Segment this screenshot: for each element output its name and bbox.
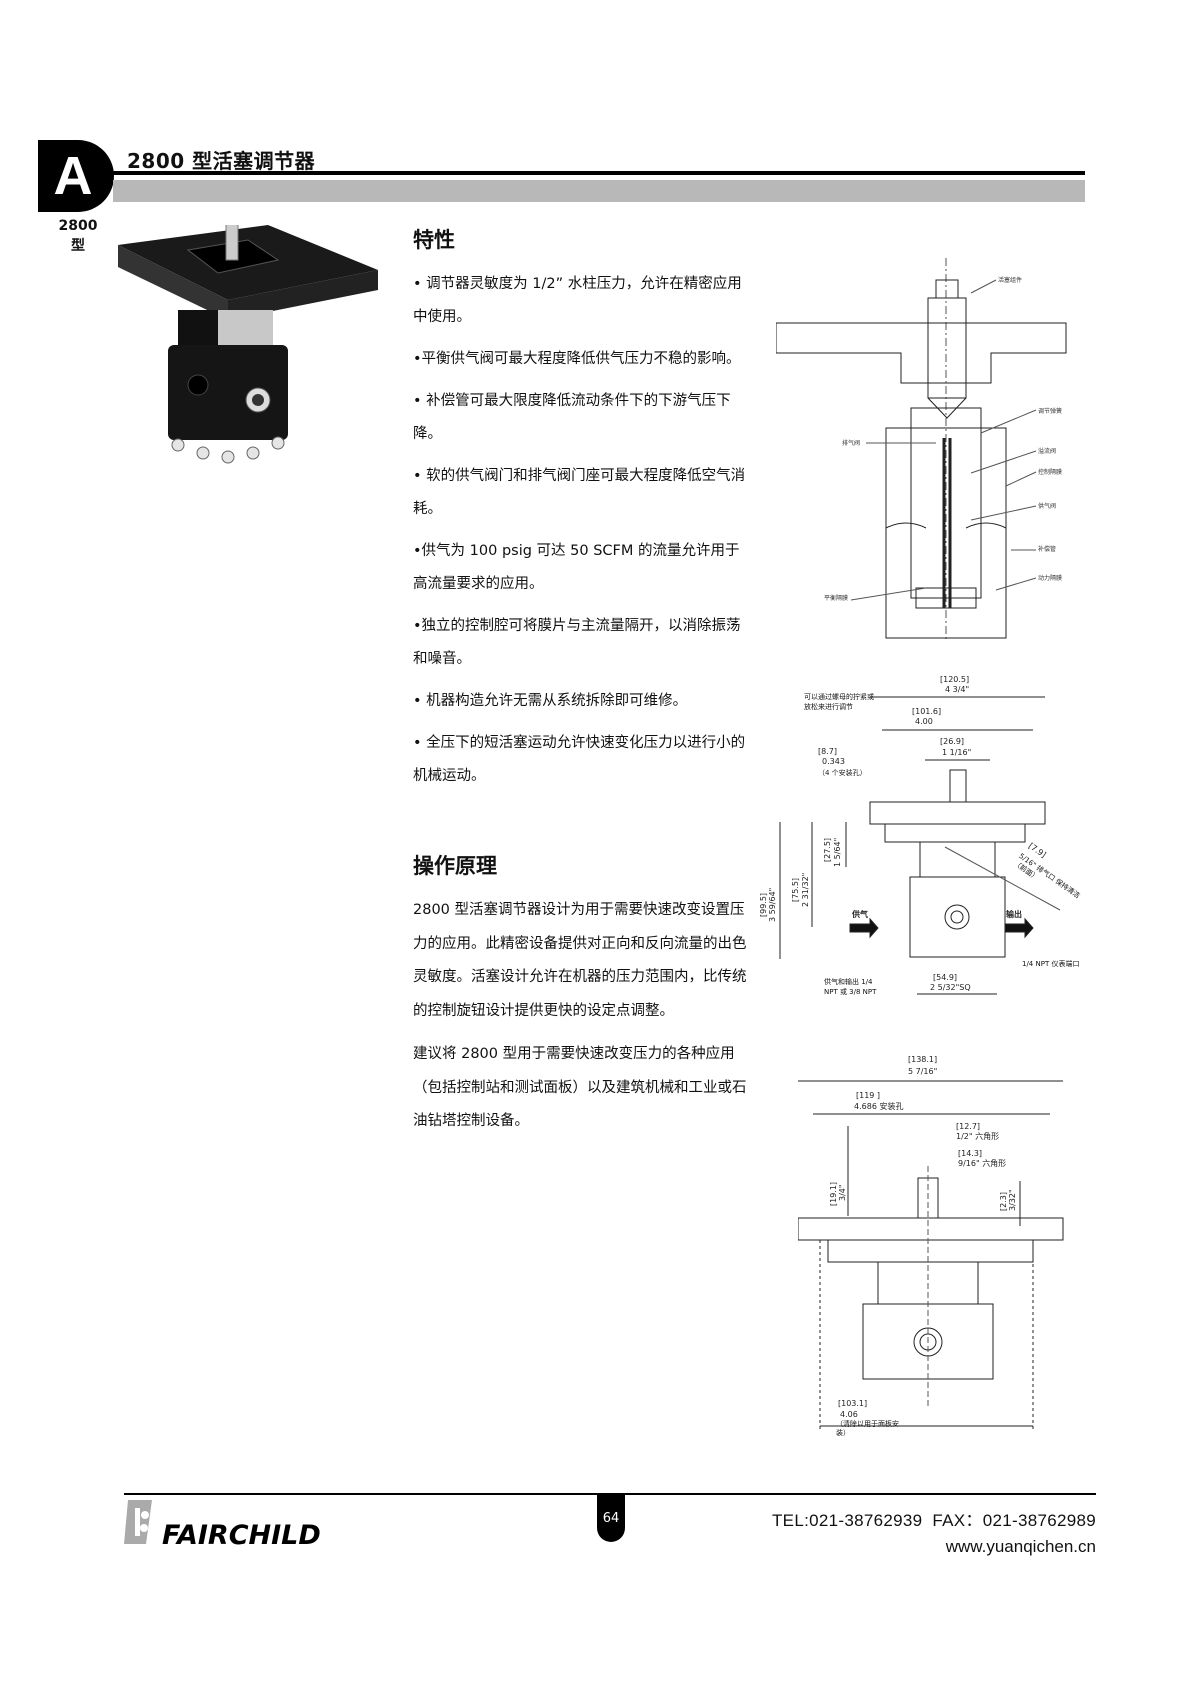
dim-width-in: 5 7/16" bbox=[908, 1067, 937, 1076]
dim-holes: [101.6] bbox=[912, 707, 941, 716]
brand-name: FAIRCHILD bbox=[162, 1520, 321, 1548]
dim-h2: [2.3] bbox=[999, 1192, 1008, 1211]
dim-h2-in: 3/32" bbox=[1008, 1189, 1017, 1211]
contact-info: TEL:021-38762939 FAX：021-38762989 bbox=[772, 1511, 1096, 1530]
clear-note: （清除以用于面板安装） bbox=[836, 1420, 899, 1437]
supply-label: 供气 bbox=[851, 909, 868, 919]
ports-note: 供气和输出 1/4 NPT 或 3/8 NPT bbox=[824, 978, 877, 996]
operation-text: 2800 型活塞调节器设计为用于需要快速改变设置压力的应用。此精密设备提供对正向… bbox=[413, 894, 748, 1149]
operation-paragraph: 2800 型活塞调节器设计为用于需要快速改变设置压力的应用。此精密设备提供对正向… bbox=[413, 902, 747, 1019]
exhaust-note: 5/16" 排气口 保持清洁（前面） bbox=[1012, 852, 1082, 901]
feature-item: •平衡供气阀可最大程度降低供气压力不稳的影响。 bbox=[413, 351, 741, 367]
label-spring: 调节弹簧 bbox=[1038, 407, 1062, 415]
dim-b: [75.5] bbox=[791, 878, 800, 902]
dim-hole-note: （4 个安装孔） bbox=[818, 768, 867, 777]
label-piston-assembly: 活塞组件 bbox=[998, 276, 1022, 284]
dim-hex1-in: 1/2" 六角形 bbox=[956, 1131, 999, 1141]
dim-holes-in: 4.00 bbox=[915, 717, 933, 726]
dim-nut: [26.9] bbox=[940, 737, 964, 746]
dim-c-in: 3 59/64" bbox=[768, 888, 777, 922]
section-letter: A bbox=[53, 146, 93, 206]
dim-width: [120.5] bbox=[940, 675, 969, 684]
features-heading: 特性 bbox=[413, 228, 455, 252]
dim-c: [99.5] bbox=[760, 893, 768, 917]
fairchild-logo: FAIRCHILD bbox=[124, 1500, 321, 1548]
label-balance-diaphragm: 平衡隔膜 bbox=[824, 594, 848, 602]
feature-item: • 软的供气阀门和排气阀门座可最大程度降低空气消耗。 bbox=[413, 468, 746, 517]
dim-hex1: [12.7] bbox=[956, 1122, 980, 1131]
feature-item: •独立的控制腔可将膜片与主流量隔开，以消除振荡和噪音。 bbox=[413, 618, 741, 667]
cross-section-diagram: 活塞组件 调节弹簧 排气阀 溢流阀 控制隔膜 供气阀 补偿管 动力隔膜 平衡隔膜 bbox=[776, 258, 1067, 640]
dim-clear-in: 4.06 bbox=[840, 1410, 858, 1419]
dim-body: [54.9] bbox=[933, 973, 957, 982]
dim-clear: [103.1] bbox=[838, 1399, 867, 1408]
label-exhaust-valve: 排气阀 bbox=[842, 439, 860, 447]
dim-hole-dia-in: 0.343 bbox=[822, 757, 845, 766]
feature-item: • 调节器灵敏度为 1/2” 水柱压力，允许在精密应用中使用。 bbox=[413, 276, 742, 325]
dim-hex2-in: 9/16" 六角形 bbox=[958, 1158, 1006, 1168]
page-number: 64 bbox=[597, 1494, 625, 1542]
website[interactable]: www.yuanqichen.cn bbox=[945, 1537, 1096, 1556]
dim-mount-in: 4.686 安装孔 bbox=[854, 1101, 903, 1111]
dim-a: [27.5] bbox=[823, 838, 832, 862]
dim-width: [138.1] bbox=[908, 1055, 937, 1064]
operation-paragraph: 建议将 2800 型用于需要快速改变压力的各种应用（包括控制站和测试面板）以及建… bbox=[413, 1046, 747, 1129]
dim-nut-in: 1 1/16" bbox=[942, 748, 971, 757]
side-label: 2800 型 bbox=[58, 216, 98, 256]
dim-hole-dia: [8.7] bbox=[818, 747, 837, 756]
label-relief-valve: 溢流阀 bbox=[1038, 447, 1056, 455]
page-title: 2800 型活塞调节器 bbox=[127, 149, 316, 173]
feature-item: • 全压下的短活塞运动允许快速变化压力以进行小的机械运动。 bbox=[413, 735, 746, 784]
dim-a-in: 1 5/64" bbox=[833, 838, 842, 867]
output-label: 输出 bbox=[1006, 909, 1022, 919]
label-compensation-tube: 补偿管 bbox=[1038, 545, 1056, 553]
page-number-text: 64 bbox=[602, 1510, 620, 1526]
side-label-model: 2800 bbox=[58, 218, 98, 234]
operation-heading: 操作原理 bbox=[413, 854, 497, 878]
dim-b-in: 2 31/32" bbox=[801, 873, 810, 907]
product-photo bbox=[118, 225, 378, 464]
label-power-diaphragm: 动力隔膜 bbox=[1038, 574, 1062, 582]
header-rule bbox=[113, 171, 1085, 175]
front-dimension-diagram: [120.5] 4 3/4" [101.6] 4.00 [26.9] 1 1/1… bbox=[760, 675, 1082, 996]
dim-h1-in: 3/4" bbox=[838, 1184, 847, 1201]
label-control-diaphragm: 控制隔膜 bbox=[1038, 468, 1062, 476]
gauge-port-note: 1/4 NPT 仪表端口 bbox=[1022, 960, 1080, 968]
side-label-type: 型 bbox=[71, 238, 85, 254]
feature-item: • 机器构造允许无需从系统拆除即可维修。 bbox=[413, 693, 688, 709]
dim-h1: [19.1] bbox=[829, 1182, 838, 1206]
side-dimension-diagram: [138.1] 5 7/16" [119 ] 4.686 安装孔 [12.7] … bbox=[798, 1055, 1064, 1437]
dim-hex2: [14.3] bbox=[958, 1149, 982, 1158]
feature-item: • 补偿管可最大限度降低流动条件下的下游气压下降。 bbox=[413, 393, 731, 442]
section-tab: A bbox=[38, 140, 114, 212]
label-supply-valve: 供气阀 bbox=[1038, 502, 1056, 510]
features-list: • 调节器灵敏度为 1/2” 水柱压力，允许在精密应用中使用。 •平衡供气阀可最… bbox=[413, 268, 753, 802]
adjust-note: 可以通过螺母的拧紧或放松来进行调节 bbox=[804, 693, 874, 711]
dim-mount: [119 ] bbox=[856, 1091, 880, 1100]
dim-body-in: 2 5/32"SQ bbox=[930, 983, 971, 992]
dim-width-in: 4 3/4" bbox=[945, 685, 969, 694]
header-band bbox=[113, 180, 1085, 202]
feature-item: •供气为 100 psig 可达 50 SCFM 的流量允许用于高流量要求的应用… bbox=[413, 543, 740, 592]
